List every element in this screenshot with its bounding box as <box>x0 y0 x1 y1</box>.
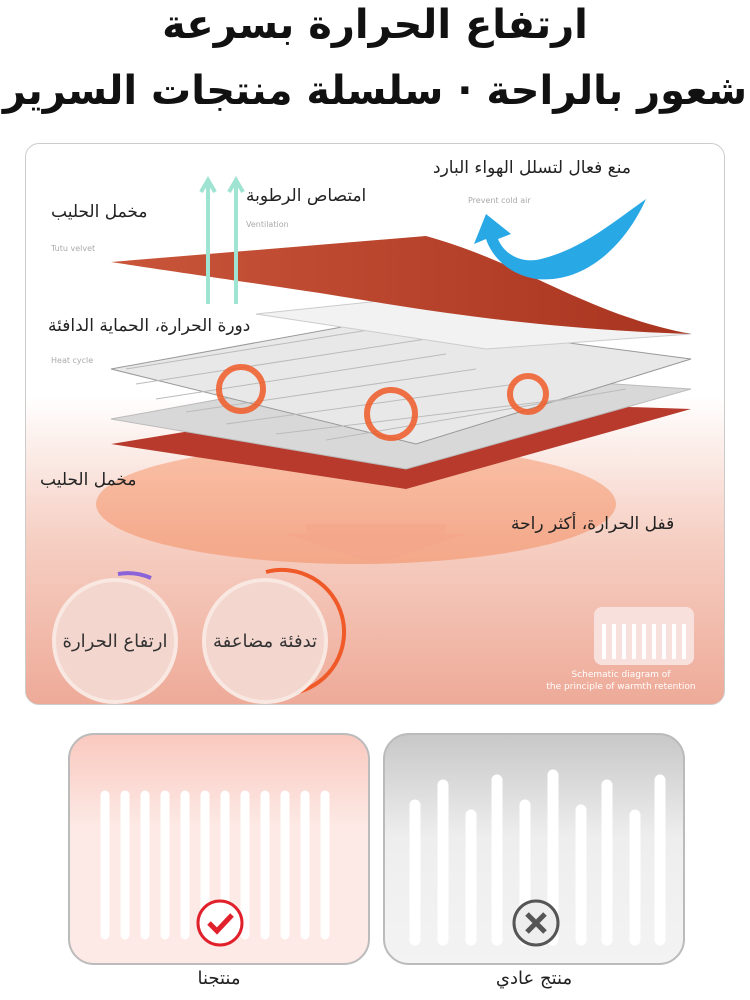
layers-illustration <box>96 176 694 694</box>
title-line-1: ارتفاع الحرارة بسرعة <box>162 2 588 48</box>
heat-cycle-icons <box>216 364 549 441</box>
regular-product-panel <box>383 733 685 965</box>
moisture-arrows <box>199 176 245 304</box>
badge-heat-rise: ارتفاع الحرارة <box>52 578 178 704</box>
cold-air-label: منع فعال لتسلل الهواء البارد <box>433 158 631 178</box>
caption-line-2: the principle of warmth retention <box>546 681 696 692</box>
regular-product-label: منتج عادي <box>495 968 573 989</box>
moisture-label: امتصاص الرطوبة <box>246 186 367 206</box>
top-velvet-label: مخمل الحليب <box>51 202 148 222</box>
top-velvet-sub: Tutu velvet <box>51 244 96 253</box>
caption-line-1: Schematic diagram of <box>571 670 671 680</box>
fiber-layer <box>110 318 692 445</box>
badge-double-warmth: تدفئة مضاعفة <box>202 578 328 704</box>
our-fibers-illustration <box>100 790 330 947</box>
moisture-sub: Ventilation <box>246 220 289 229</box>
layers-diagram: منع فعال لتسلل الهواء البارد Prevent col… <box>25 143 725 705</box>
schematic-caption: Schematic diagram of the principle of wa… <box>536 670 706 693</box>
top-velvet-layer <box>111 236 691 334</box>
heat-cycle-sub: Heat cycle <box>51 356 94 365</box>
title-line-2: شعور بالراحة · سلسلة منتجات السرير <box>2 68 748 114</box>
cold-air-sub: Prevent cold air <box>468 196 531 205</box>
check-icon <box>196 899 244 947</box>
progress-arc-2 <box>265 567 347 694</box>
our-product-label: منتجنا <box>197 968 241 989</box>
schematic-fibers <box>602 624 686 659</box>
bottom-velvet-label: مخمل الحليب <box>40 470 137 490</box>
progress-arc-1 <box>117 571 152 580</box>
regular-fibers-illustration <box>409 769 666 947</box>
our-product-panel <box>68 733 370 965</box>
heat-cycle-label: دورة الحرارة، الحماية الدافئة <box>48 316 251 336</box>
heat-down-arrow <box>286 524 466 564</box>
heat-lock-label: قفل الحرارة، أكثر راحة <box>511 514 675 534</box>
cold-air-arrow-icon <box>474 199 646 280</box>
heat-glow <box>96 444 616 564</box>
